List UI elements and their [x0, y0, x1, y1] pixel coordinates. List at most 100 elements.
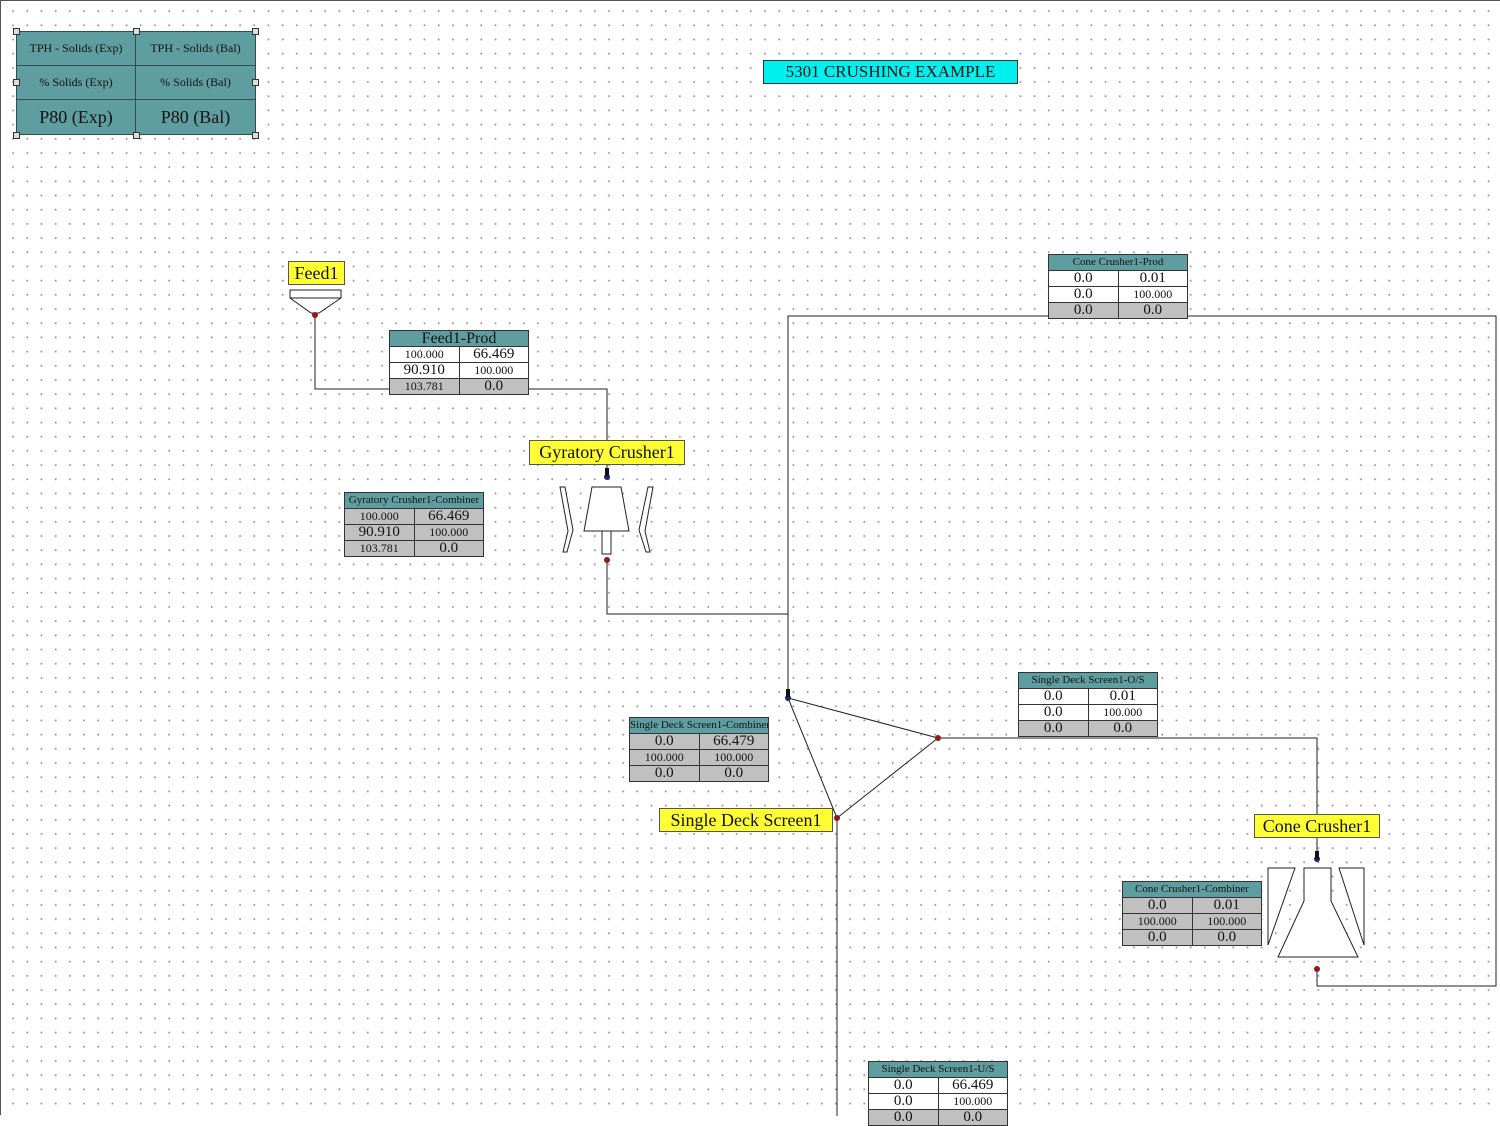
stream-gyratory-prod	[606, 559, 788, 615]
flowsheet-title[interactable]: 5301 CRUSHING EXAMPLE	[763, 60, 1018, 84]
legend-p80-bal: P80 (Bal)	[160, 106, 231, 127]
legend-tph-exp: TPH - Solids (Exp)	[17, 32, 136, 66]
stream-table-row: 0.0 0.0	[630, 766, 768, 781]
value-exp: 90.910	[345, 525, 415, 540]
stream-table-title: Gyratory Crusher1-Combiner	[345, 493, 483, 509]
unit-label-single-deck-screen1[interactable]: Single Deck Screen1	[659, 808, 833, 832]
resize-handle[interactable]	[252, 79, 259, 86]
outlet-node	[312, 312, 318, 318]
stream-table-title: Single Deck Screen1-O/S	[1019, 673, 1157, 689]
stream-table-row: 100.000 100.000	[1123, 914, 1261, 930]
stream-screen-feed-b	[787, 697, 838, 819]
unit-label-feed1[interactable]: Feed1	[288, 261, 345, 285]
resize-handle[interactable]	[133, 132, 140, 139]
cone-crusher-icon	[1267, 867, 1365, 958]
value-exp: 0.0	[1123, 930, 1193, 945]
unit-label-cone-crusher1[interactable]: Cone Crusher1	[1254, 814, 1380, 838]
stream-table-row: 103.781 0.0	[390, 379, 528, 394]
resize-handle[interactable]	[13, 79, 20, 86]
value-bal: 0.0	[484, 379, 504, 394]
value-exp: 100.000	[390, 347, 460, 362]
stream-table-row: 100.000 66.469	[390, 347, 528, 363]
outlet-node	[1314, 966, 1320, 972]
value-exp: 0.0	[1019, 721, 1089, 736]
feed-hopper-icon	[289, 289, 342, 314]
connection-nodes	[312, 312, 1320, 972]
stream-table-row: 0.0 100.000	[1019, 705, 1157, 721]
legend-p80-exp: P80 (Exp)	[17, 100, 136, 134]
stream-screen-internal	[836, 737, 939, 819]
value-bal: 0.0	[1143, 303, 1163, 318]
resize-handle[interactable]	[252, 28, 259, 35]
value-bal: 66.469	[473, 347, 515, 362]
stream-screen-feed-a	[787, 697, 939, 739]
value-bal: 100.000	[429, 525, 469, 539]
stream-table-row: 0.0 0.0	[1123, 930, 1261, 945]
resize-handle[interactable]	[13, 28, 20, 35]
value-exp: 100.000	[1123, 914, 1193, 929]
value-bal: 100.000	[1103, 705, 1143, 719]
value-exp: 0.0	[1123, 898, 1193, 913]
value-exp: 0.0	[1019, 705, 1089, 720]
value-bal: 0.01	[1109, 689, 1136, 704]
stream-table-title: Feed1-Prod	[390, 331, 528, 347]
stream-table-row: 0.0 0.0	[1049, 303, 1187, 318]
unit-label-gyratory-crusher1[interactable]: Gyratory Crusher1	[529, 440, 685, 465]
stream-table-row: 0.0 0.01	[1019, 689, 1157, 705]
value-exp: 0.0	[869, 1078, 939, 1093]
value-bal: 0.01	[1139, 271, 1166, 286]
value-exp: 0.0	[630, 766, 700, 781]
value-bal: 66.469	[952, 1078, 994, 1093]
value-bal: 0.0	[963, 1110, 983, 1125]
stream-table-title: Cone Crusher1-Combiner	[1123, 882, 1261, 898]
value-exp: 100.000	[345, 509, 415, 524]
value-exp: 0.0	[1019, 689, 1089, 704]
legend-tph-bal: TPH - Solids (Bal)	[136, 32, 255, 66]
value-bal: 100.000	[714, 750, 754, 764]
value-bal: 66.469	[428, 509, 470, 524]
stream-table-row: 90.910 100.000	[345, 525, 483, 541]
value-bal: 0.0	[1217, 930, 1237, 945]
stream-table-title: Single Deck Screen1-U/S	[869, 1062, 1007, 1078]
value-exp: 0.0	[869, 1094, 939, 1109]
stream-table-row: 100.000 66.469	[345, 509, 483, 525]
outlet-node	[604, 557, 610, 563]
resize-handle[interactable]	[133, 28, 140, 35]
value-exp: 0.0	[1049, 303, 1119, 318]
stream-table-title: Cone Crusher1-Prod	[1049, 255, 1187, 271]
value-bal: 66.479	[713, 734, 755, 749]
value-bal: 100.000	[1133, 287, 1173, 301]
stream-table-row: 0.0 0.0	[869, 1110, 1007, 1125]
value-bal: 0.0	[439, 541, 459, 556]
value-exp: 103.781	[390, 379, 460, 394]
stream-table-row: 0.0 100.000	[1049, 287, 1187, 303]
value-exp: 90.910	[390, 363, 460, 378]
outlet-node	[935, 735, 941, 741]
value-exp: 0.0	[869, 1110, 939, 1125]
legend-table[interactable]: TPH - Solids (Exp) TPH - Solids (Bal) % …	[16, 31, 256, 135]
value-bal: 0.0	[724, 766, 744, 781]
resize-handle[interactable]	[13, 132, 20, 139]
stream-table-row: 0.0 66.469	[869, 1078, 1007, 1094]
outlet-node	[834, 815, 840, 821]
value-bal: 100.000	[1207, 914, 1247, 928]
resize-handle[interactable]	[252, 132, 259, 139]
stream-table-row: 0.0 0.01	[1049, 271, 1187, 287]
value-exp: 0.0	[1049, 271, 1119, 286]
value-exp: 0.0	[1049, 287, 1119, 302]
